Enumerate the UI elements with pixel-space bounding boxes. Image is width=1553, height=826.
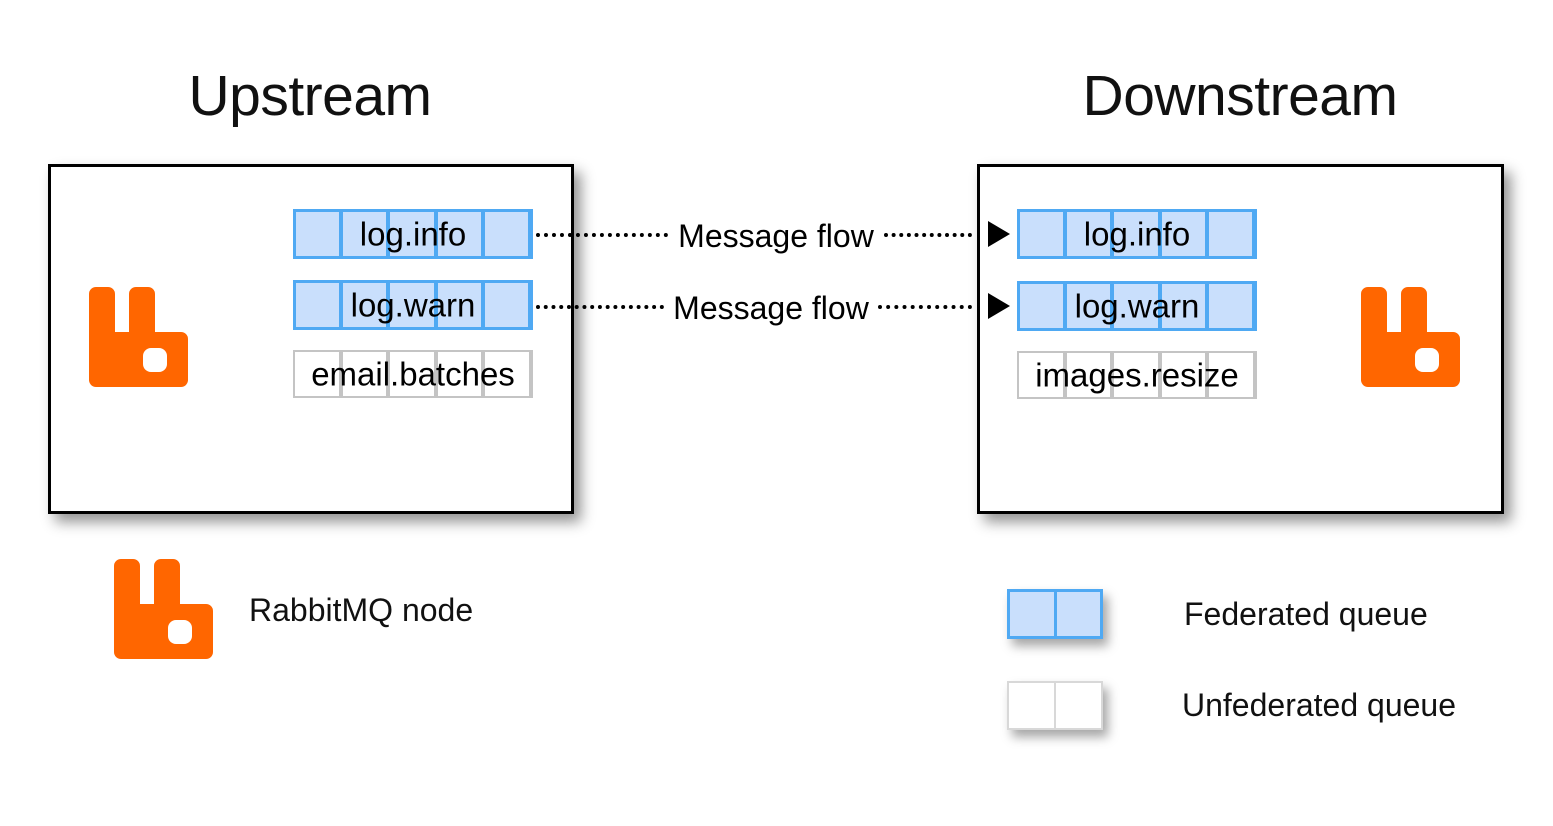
queue-cell — [1010, 592, 1054, 636]
queue-cell — [388, 352, 436, 396]
queue-cell — [1112, 212, 1160, 256]
queue-log-info-upstream[interactable]: log.info — [293, 209, 533, 259]
queue-cell — [341, 283, 389, 327]
message-flow-label: Message flow — [673, 290, 869, 326]
queue-cell — [340, 352, 389, 396]
message-flow-dotted-line — [878, 305, 972, 309]
message-flow-dotted-line — [536, 305, 664, 309]
queue-email-batches-upstream[interactable]: email.batches — [293, 350, 533, 398]
queue-cell — [1009, 683, 1054, 728]
page-title-upstream: Upstream — [188, 64, 432, 128]
queue-cell — [1064, 353, 1113, 397]
legend-rabbitmq-logo-icon — [114, 559, 213, 659]
legend-swatch-federated-queue — [1007, 589, 1103, 639]
queue-log-warn-downstream[interactable]: log.warn — [1017, 281, 1257, 331]
queue-cell — [483, 352, 531, 396]
message-flow-label: Message flow — [678, 218, 874, 254]
queue-cell — [1065, 212, 1113, 256]
queue-cell — [1159, 212, 1207, 256]
queue-cell — [1112, 284, 1160, 328]
message-flow-dotted-line — [536, 233, 668, 237]
queue-cell — [388, 212, 436, 256]
queue-log-info-downstream[interactable]: log.info — [1017, 209, 1257, 259]
queue-cell — [435, 212, 483, 256]
queue-cell — [1112, 353, 1160, 397]
queue-cell — [1019, 353, 1065, 397]
arrow-right-icon — [988, 293, 1010, 319]
legend-label-federated-queue: Federated queue — [1184, 596, 1428, 632]
message-flow-dotted-line — [884, 233, 972, 237]
queue-cell — [1159, 284, 1207, 328]
queue-cell — [341, 212, 389, 256]
queue-cell — [296, 212, 342, 256]
queue-cell — [1207, 353, 1255, 397]
queue-cell — [1159, 353, 1208, 397]
queue-cell — [482, 283, 531, 327]
queue-cell — [295, 352, 341, 396]
queue-cell — [1054, 683, 1101, 728]
queue-cell — [482, 212, 531, 256]
queue-cell — [388, 283, 436, 327]
queue-cell — [1020, 212, 1066, 256]
legend-swatch-unfederated-queue — [1007, 681, 1103, 730]
legend-label-rabbitmq-node: RabbitMQ node — [249, 592, 474, 628]
queue-cell — [435, 352, 484, 396]
queue-cell — [296, 283, 342, 327]
queue-cell — [1020, 284, 1066, 328]
queue-cell — [1065, 284, 1113, 328]
queue-cell — [1053, 592, 1101, 636]
queue-log-warn-upstream[interactable]: log.warn — [293, 280, 533, 330]
queue-cell — [1206, 212, 1255, 256]
page-title-downstream: Downstream — [1082, 64, 1398, 128]
legend-label-unfederated-queue: Unfederated queue — [1182, 687, 1456, 723]
queue-images-resize-downstream[interactable]: images.resize — [1017, 351, 1257, 399]
rabbitmq-logo-icon — [89, 287, 188, 387]
queue-cell — [1206, 284, 1255, 328]
arrow-right-icon — [988, 221, 1010, 247]
queue-cell — [435, 283, 483, 327]
rabbitmq-logo-icon — [1361, 287, 1460, 387]
